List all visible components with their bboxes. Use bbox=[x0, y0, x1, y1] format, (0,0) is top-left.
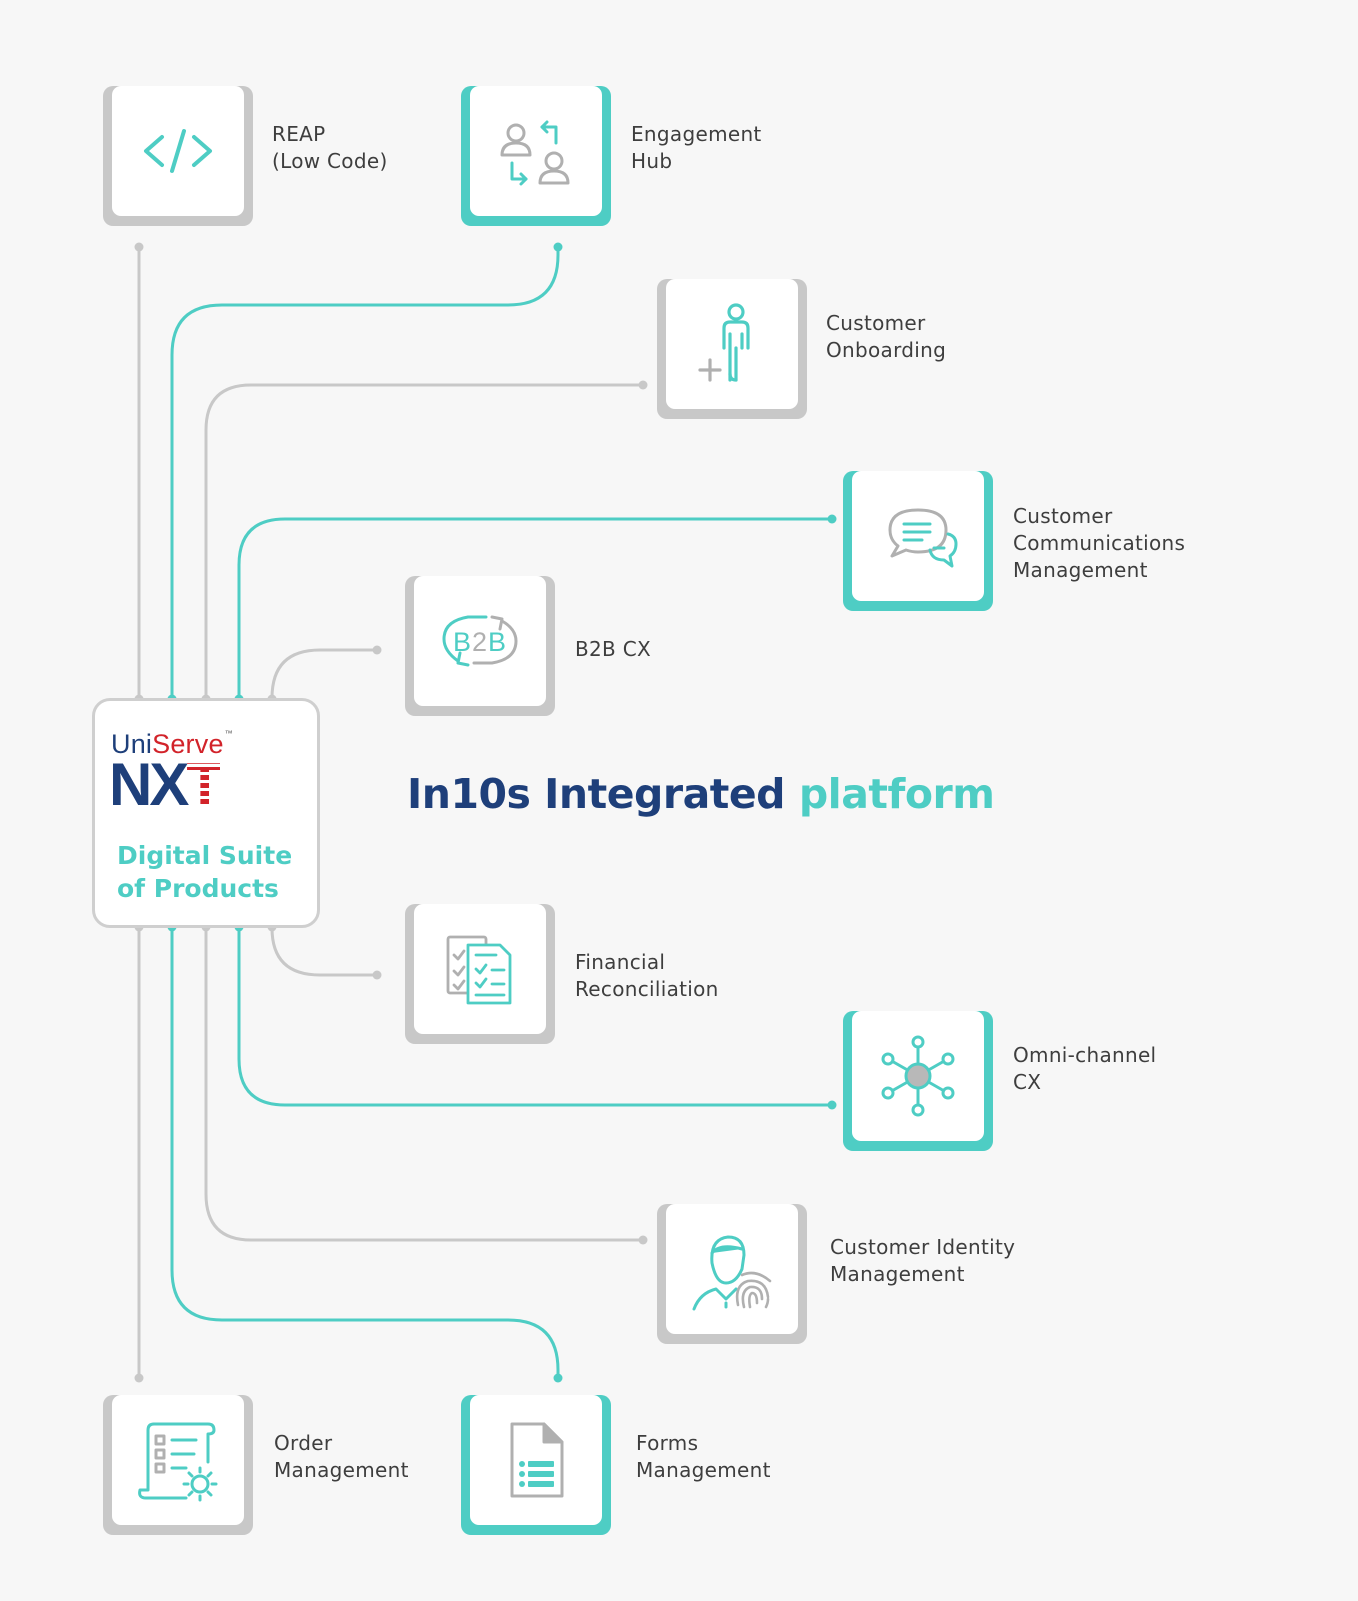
label-reap: REAP (Low Code) bbox=[272, 122, 388, 173]
order-settings-icon bbox=[138, 1422, 218, 1502]
node-forms-management[interactable] bbox=[461, 1395, 611, 1535]
brand-t-text: T bbox=[186, 751, 223, 818]
node-engagement-hub[interactable] bbox=[461, 86, 611, 226]
label-b2b-cx: B2B CX bbox=[575, 637, 651, 661]
label-ccm: Customer Communications Management bbox=[1013, 504, 1186, 582]
trademark-mark: ™ bbox=[224, 729, 233, 738]
label-engagement-hub: Engagement Hub bbox=[631, 122, 762, 173]
network-hub-icon bbox=[881, 1035, 955, 1117]
checklist-documents-icon bbox=[446, 935, 512, 1005]
fingerprint-user-icon bbox=[692, 1235, 772, 1311]
connector-omni-channel-cx bbox=[237, 926, 833, 1107]
connector-customer-identity bbox=[204, 926, 644, 1242]
platform-headline: In10s Integrated platform bbox=[407, 770, 995, 818]
label-omni-channel-cx: Omni-channel CX bbox=[1013, 1043, 1157, 1094]
headline-part-2: platform bbox=[798, 770, 995, 818]
node-reap[interactable] bbox=[103, 86, 253, 226]
node-omni-channel-cx[interactable] bbox=[843, 1011, 993, 1151]
node-b2b-cx[interactable]: B 2 B bbox=[405, 576, 555, 716]
brand-uniserve: UniServe™ bbox=[111, 729, 233, 760]
brand-nxt-logo: NXT bbox=[109, 755, 223, 815]
user-exchange-icon bbox=[500, 120, 570, 186]
brand-serve-text: Serve bbox=[152, 729, 224, 759]
brand-nx-text: NX bbox=[109, 751, 189, 818]
connector-engagement-hub bbox=[170, 244, 560, 700]
label-order-management: Order Management bbox=[274, 1431, 409, 1482]
hub-subtitle: Digital Suite of Products bbox=[117, 841, 293, 903]
person-add-icon bbox=[698, 303, 750, 382]
code-icon bbox=[144, 129, 212, 173]
chat-bubbles-icon bbox=[888, 508, 958, 568]
connector-customer-onboarding bbox=[204, 383, 644, 700]
node-ccm[interactable] bbox=[843, 471, 993, 611]
b2b-cycle-icon: B 2 B bbox=[442, 615, 518, 667]
label-forms-management: Forms Management bbox=[636, 1431, 771, 1482]
connector-b2b-cx bbox=[270, 648, 379, 700]
node-order-management[interactable] bbox=[103, 1395, 253, 1535]
svg-text:2: 2 bbox=[472, 627, 487, 657]
node-customer-onboarding[interactable] bbox=[657, 279, 807, 419]
label-customer-identity: Customer Identity Management bbox=[830, 1235, 1016, 1286]
svg-text:B: B bbox=[453, 627, 471, 657]
label-customer-onboarding: Customer Onboarding bbox=[826, 311, 947, 362]
svg-text:B: B bbox=[488, 627, 506, 657]
brand-uni-text: Uni bbox=[111, 729, 153, 759]
connector-forms-management bbox=[170, 926, 560, 1380]
uniserve-nxt-hub: UniServe™ NXT Digital Suite of Products bbox=[92, 698, 320, 928]
form-document-icon bbox=[510, 1422, 564, 1498]
connector-financial-reconciliation bbox=[270, 926, 379, 977]
connector-ccm bbox=[237, 517, 833, 700]
label-financial-reconciliation: Financial Reconciliation bbox=[575, 950, 719, 1001]
node-customer-identity[interactable] bbox=[657, 1204, 807, 1344]
node-financial-reconciliation[interactable] bbox=[405, 904, 555, 1044]
headline-part-1: In10s Integrated bbox=[407, 770, 786, 818]
